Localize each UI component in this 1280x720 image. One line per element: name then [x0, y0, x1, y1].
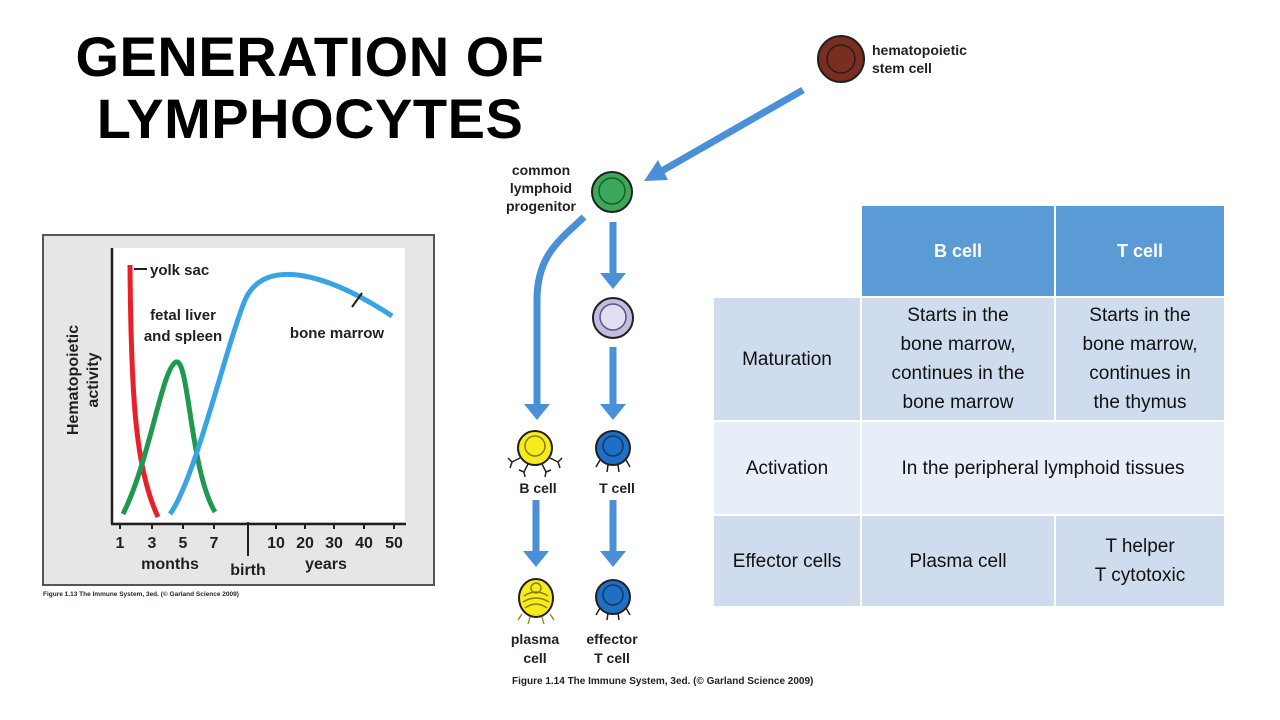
progenitor-cell-icon [591, 171, 633, 213]
cell-line: Starts in the [907, 305, 1009, 326]
x-label-months: months [141, 556, 199, 573]
tick-label: 5 [179, 535, 188, 552]
effector-t-cell-icon [595, 579, 631, 621]
b-cell-icon [507, 430, 563, 478]
bone-marrow-leader [351, 292, 363, 308]
series-bone-marrow-line [167, 271, 394, 516]
plasma-cell-label-1: plasma [511, 631, 559, 647]
y-axis-label-2: activity [85, 352, 102, 407]
hematopoiesis-chart: yolk sac fetal liver and spleen bone mar… [42, 234, 435, 586]
tick-label: 40 [355, 535, 373, 552]
tick-label: 3 [148, 535, 157, 552]
page-title: GENERATION OF LYMPHOCYTES [50, 26, 570, 150]
caption-fig-1-13: Figure 1.13 The Immune System, 3ed. (© G… [43, 590, 239, 598]
progenitor-label-3: progenitor [506, 198, 577, 214]
cell-line: bone marrow, [900, 334, 1016, 355]
tick-label: 10 [267, 535, 285, 552]
cell-effector-t: T helper T cytotoxic [1054, 514, 1226, 608]
cell-line: continues in the [891, 363, 1025, 384]
label-bone-marrow: bone marrow [290, 325, 385, 342]
label-fetal-liver-2: and spleen [144, 328, 222, 345]
t-cell-label: T cell [599, 480, 635, 496]
arrowhead-icon [524, 404, 550, 420]
arrowhead-icon [523, 551, 549, 567]
progenitor-label-1: common [512, 162, 570, 178]
comparison-table: B cell T cell Maturation Starts in the b… [712, 204, 1226, 608]
series-yolk-sac-line [127, 264, 161, 519]
tick-label: 50 [385, 535, 403, 552]
cell-effector-b: Plasma cell [860, 514, 1056, 608]
cell-line: T cytotoxic [1094, 565, 1186, 586]
caption-fig-1-14: Figure 1.14 The Immune System, 3ed. (© G… [512, 676, 813, 687]
arrowhead-icon [600, 551, 626, 567]
plasma-cell-label-2: cell [523, 650, 546, 666]
tick-label: 7 [210, 535, 219, 552]
row-label-activation: Activation [712, 420, 862, 516]
progenitor-label-2: lymphoid [510, 180, 572, 196]
x-label-years: years [305, 556, 347, 573]
tick-label: 30 [325, 535, 343, 552]
title-line-1: GENERATION OF [75, 25, 545, 88]
effector-t-label-2: T cell [594, 650, 630, 666]
table-row: Effector cells Plasma cell T helper T cy… [712, 514, 1226, 608]
plasma-cell-icon [517, 578, 555, 625]
cell-line: bone marrow, [1082, 334, 1198, 355]
y-axis-label-1: Hematopoietic [65, 325, 82, 435]
tick-label: 1 [116, 535, 125, 552]
cell-line: Starts in the [1089, 305, 1191, 326]
table-row: Activation In the peripheral lymphoid ti… [712, 420, 1226, 516]
x-ticks [119, 524, 395, 529]
arrow-progenitor-to-b-cell [533, 214, 587, 405]
effector-t-label-1: effector [586, 631, 638, 647]
label-fetal-liver-1: fetal liver [150, 307, 216, 324]
plot-area [112, 248, 405, 522]
arrowhead-icon [600, 404, 626, 420]
table-header-row: B cell T cell [712, 204, 1226, 298]
cell-line: T helper [1105, 536, 1175, 557]
b-cell-label: B cell [519, 480, 556, 496]
lineage-diagram: hematopoietic stem cell common lymphoid … [506, 35, 967, 666]
cell-line: bone marrow [902, 392, 1014, 413]
cell-maturation-b: Starts in the bone marrow, continues in … [860, 296, 1056, 422]
table-corner-cell [712, 204, 862, 298]
stem-cell-label-1: hematopoietic [872, 42, 967, 58]
cell-line: continues in [1089, 363, 1191, 384]
table-header-t-cell: T cell [1054, 204, 1226, 298]
cell-line: the thymus [1093, 392, 1187, 413]
x-label-birth: birth [230, 562, 266, 579]
arrowhead-icon [600, 273, 626, 289]
tick-label: 20 [296, 535, 314, 552]
cell-maturation-t: Starts in the bone marrow, continues in … [1054, 296, 1226, 422]
arrowhead-icon [644, 160, 668, 181]
row-label-maturation: Maturation [712, 296, 862, 422]
cell-activation: In the peripheral lymphoid tissues [860, 420, 1226, 516]
table-row: Maturation Starts in the bone marrow, co… [712, 296, 1226, 422]
y-axis-label: Hematopoietic activity [65, 325, 102, 435]
t-cell-icon [595, 430, 631, 473]
row-label-effector-cells: Effector cells [712, 514, 862, 608]
series-fetal-liver-line [120, 359, 218, 516]
t-precursor-cell-icon [592, 297, 634, 339]
label-yolk-sac: yolk sac [150, 262, 209, 279]
stem-cell-icon [817, 35, 865, 83]
stem-cell-label-2: stem cell [872, 60, 932, 76]
arrow-stem-to-progenitor [658, 86, 805, 176]
title-line-2: LYMPHOCYTES [96, 87, 524, 150]
table-header-b-cell: B cell [860, 204, 1056, 298]
